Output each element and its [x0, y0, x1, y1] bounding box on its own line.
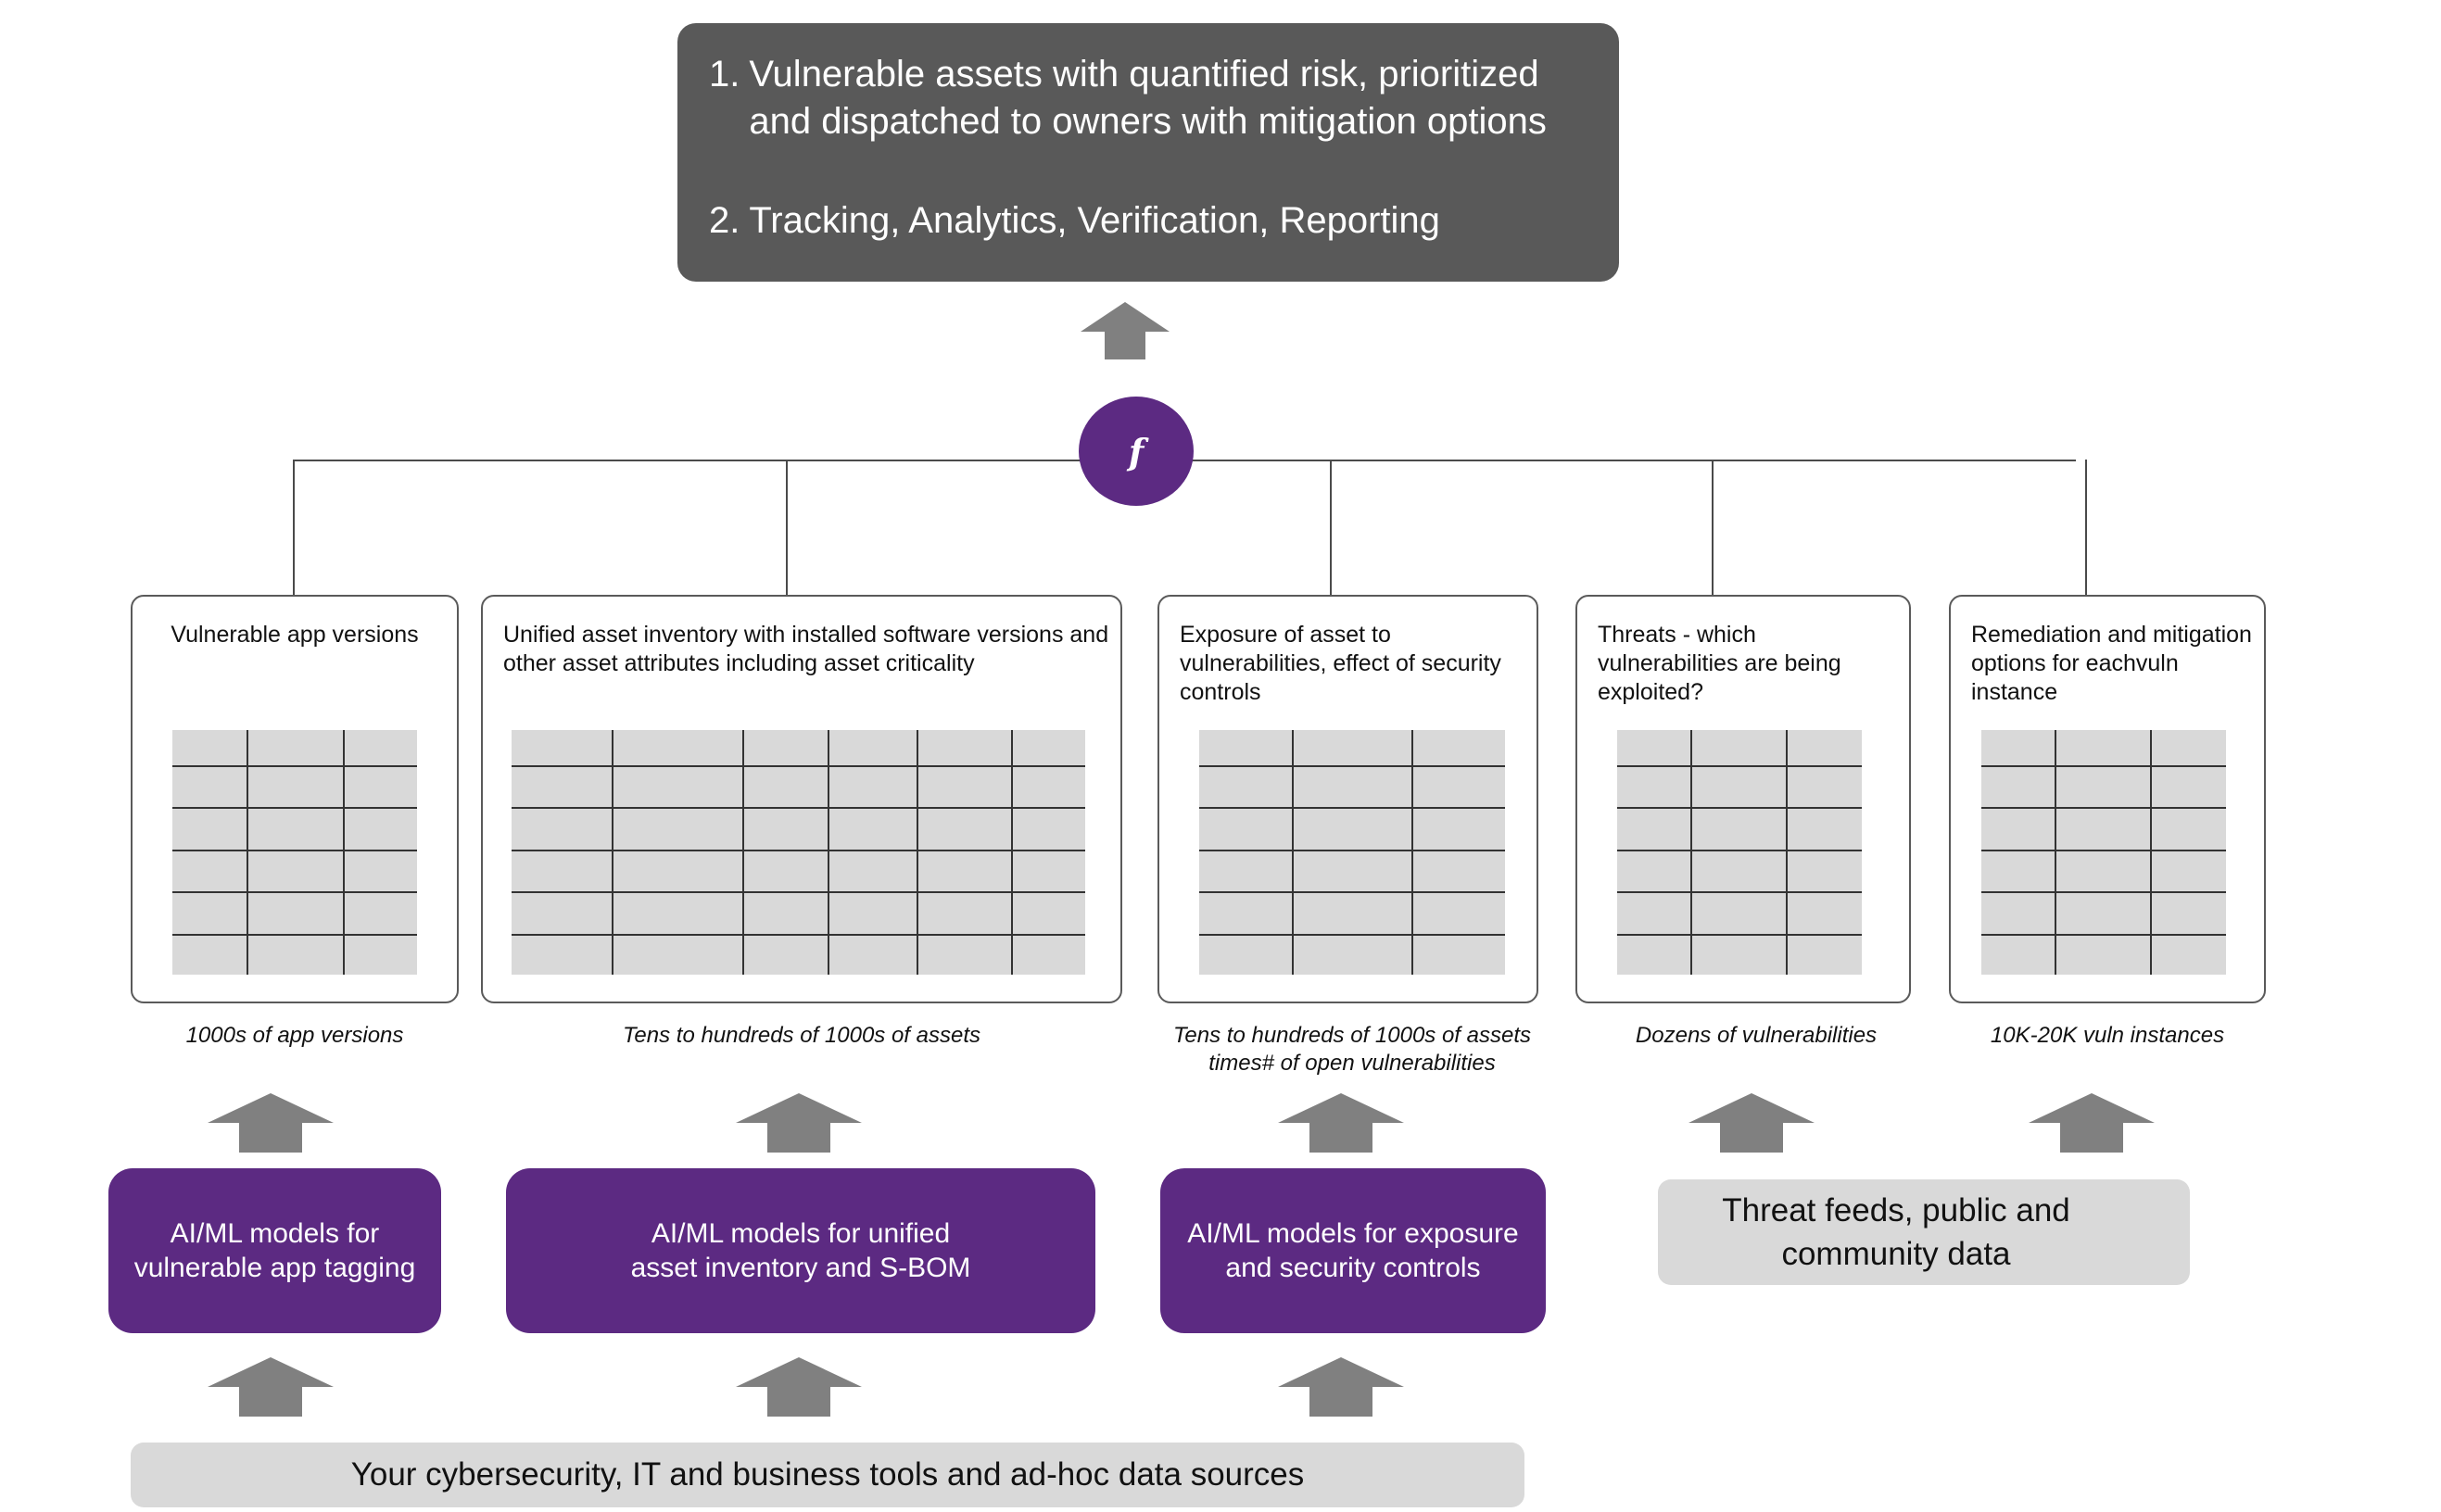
table-grid	[172, 730, 417, 975]
model-label: AI/ML models for unified asset inventory…	[630, 1218, 971, 1283]
threat-feeds-box: Threat feeds, public and community data	[1658, 1179, 2190, 1285]
card-title: Exposure of asset to vulnerabilities, ef…	[1180, 622, 1501, 705]
threat-feeds-label: Threat feeds, public and community data	[1722, 1192, 2070, 1272]
up-arrow-model-3	[1278, 1093, 1404, 1153]
up-arrow-remediation	[2029, 1093, 2155, 1153]
up-arrow-model-1	[208, 1093, 334, 1153]
table-grid	[1981, 730, 2226, 975]
caption-exposure: Tens to hundreds of 1000s of assets time…	[1172, 1023, 1532, 1076]
output-item-1-text: Vulnerable assets with quantified risk, …	[749, 54, 1547, 142]
model-box-exposure: AI/ML models for exposure and security c…	[1160, 1168, 1546, 1333]
connector-card-1	[293, 460, 295, 595]
model-label: AI/ML models for vulnerable app tagging	[133, 1218, 416, 1283]
connector-card-2	[786, 460, 788, 595]
output-item-2-text: Tracking, Analytics, Verification, Repor…	[749, 200, 1440, 241]
data-sources-label: Your cybersecurity, IT and business tool…	[350, 1456, 1305, 1493]
table-grid	[512, 730, 1085, 975]
card-title: Unified asset inventory with installed s…	[503, 622, 1109, 676]
output-item-1-number: 1.	[709, 54, 740, 94]
up-arrow-source-1	[208, 1357, 334, 1417]
up-arrow-threat-feeds	[1688, 1093, 1815, 1153]
up-arrow-source-3	[1278, 1357, 1404, 1417]
connector-card-3	[1330, 460, 1332, 595]
caption-assets: Tens to hundreds of 1000s of assets	[622, 1023, 981, 1048]
output-box: 1. Vulnerable assets with quantified ris…	[677, 23, 1619, 282]
up-arrow-model-2	[736, 1093, 862, 1153]
output-item-2-number: 2.	[709, 200, 740, 241]
card-exposure: Exposure of asset to vulnerabilities, ef…	[1157, 595, 1538, 1003]
caption-threats: Dozens of vulnerabilities	[1635, 1023, 1878, 1048]
card-title: Threats - which vulnerabilities are bein…	[1598, 622, 1841, 705]
caption-remediation: 10K-20K vuln instances	[1990, 1023, 2225, 1048]
connector-card-5	[2085, 460, 2087, 595]
card-unified-asset-inventory: Unified asset inventory with installed s…	[481, 595, 1122, 1003]
model-box-asset-inventory: AI/ML models for unified asset inventory…	[506, 1168, 1095, 1333]
output-item-2: 2. Tracking, Analytics, Verification, Re…	[709, 197, 1587, 245]
data-sources-box: Your cybersecurity, IT and business tool…	[131, 1443, 1524, 1507]
table-grid	[1617, 730, 1862, 975]
card-threats: Threats - which vulnerabilities are bein…	[1575, 595, 1911, 1003]
card-vulnerable-app-versions: Vulnerable app versions	[131, 595, 459, 1003]
model-label: AI/ML models for exposure and security c…	[1187, 1218, 1519, 1283]
table-grid	[1199, 730, 1505, 975]
function-symbol: f	[1128, 430, 1145, 472]
model-box-app-tagging: AI/ML models for vulnerable app tagging	[108, 1168, 441, 1333]
connector-card-4	[1712, 460, 1714, 595]
caption-app-versions: 1000s of app versions	[185, 1023, 404, 1048]
card-title: Vulnerable app versions	[171, 622, 419, 648]
card-title: Remediation and mitigation options for e…	[1971, 622, 2252, 705]
card-remediation: Remediation and mitigation options for e…	[1949, 595, 2266, 1003]
up-arrow-to-output	[1081, 302, 1170, 359]
output-item-1: 1. Vulnerable assets with quantified ris…	[709, 51, 1587, 145]
function-node: f	[1079, 397, 1194, 506]
up-arrow-source-2	[736, 1357, 862, 1417]
